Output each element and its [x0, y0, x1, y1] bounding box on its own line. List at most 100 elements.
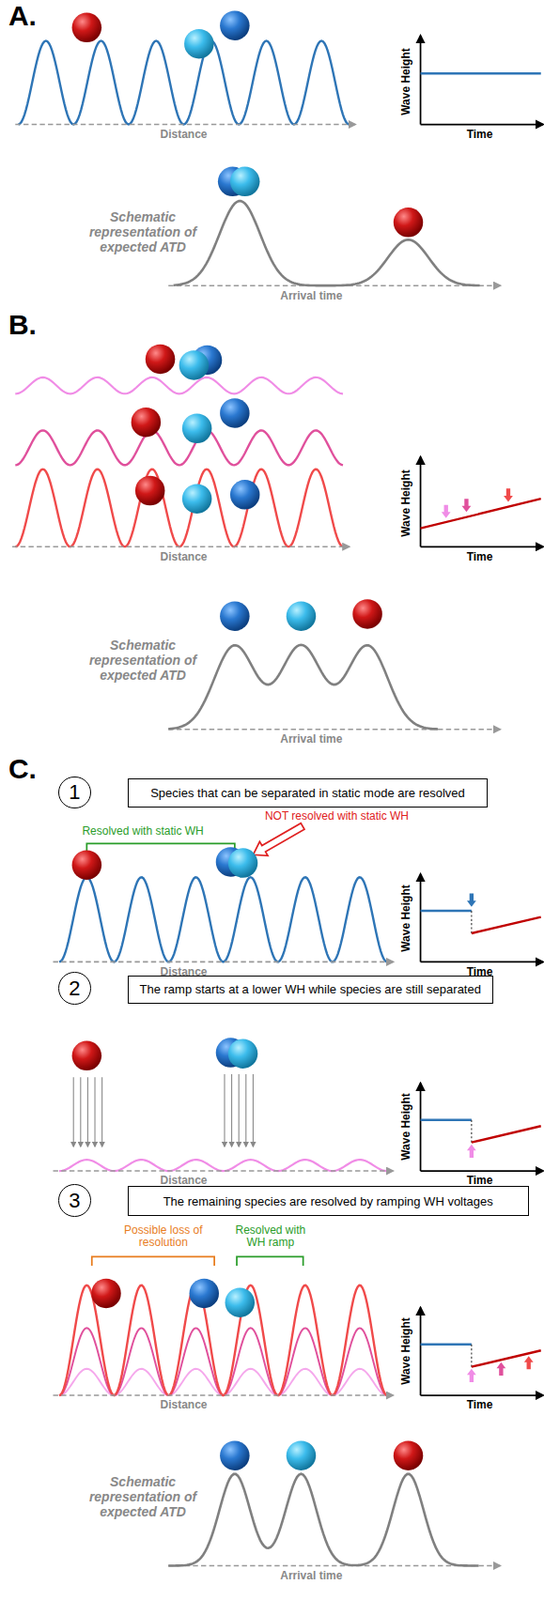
annotation-label: Resolved with static WH	[66, 825, 220, 840]
drop-arrow	[245, 1074, 247, 1148]
annotation-label: Distance	[138, 1399, 231, 1414]
annotation-label: Arrival time	[255, 1570, 368, 1585]
bracket	[236, 1257, 304, 1267]
ion-ball	[219, 1441, 250, 1472]
wave-line	[59, 877, 388, 963]
step-description-box: Species that can be separated in static …	[127, 778, 488, 809]
trace-line	[420, 910, 472, 913]
x-axis	[420, 545, 544, 548]
distance-axis	[52, 962, 393, 964]
annotation-label: Resolved with WH ramp	[232, 1225, 311, 1252]
ion-ball	[393, 207, 424, 238]
ion-ball	[135, 476, 166, 507]
y-axis	[419, 35, 422, 125]
wave-height-arrow	[524, 1356, 534, 1370]
ion-ball	[230, 480, 261, 511]
distance-axis	[15, 124, 356, 126]
x-axis	[420, 124, 544, 126]
drop-arrow	[231, 1074, 233, 1148]
wave-height-arrow	[496, 1363, 506, 1377]
annotation-label: Distance	[138, 128, 231, 142]
node-text: The remaining species are resolved by ra…	[163, 1195, 494, 1210]
drop-arrow	[101, 1077, 103, 1148]
ion-ball	[219, 398, 250, 429]
drop-arrow	[79, 1077, 81, 1148]
annotation-label: Arrival time	[255, 733, 368, 747]
annotation-label: Time	[449, 128, 511, 142]
trace-line	[420, 1344, 472, 1347]
arrival-axis	[168, 1566, 500, 1569]
trace-line	[420, 498, 542, 529]
annotation-label: Arrival time	[255, 290, 368, 304]
wave-line	[15, 430, 343, 466]
ion-ball	[228, 1039, 259, 1070]
axis-label-vertical: Wave Height	[401, 1094, 415, 1163]
dotted-drop	[470, 911, 472, 934]
dotted-drop	[470, 1120, 472, 1144]
trace-line	[471, 917, 542, 934]
x-axis	[420, 962, 544, 964]
step-number-circle: 3	[58, 1184, 92, 1218]
annotation-label: Time	[449, 551, 511, 565]
node-text: 3	[68, 1189, 80, 1214]
ion-ball	[145, 344, 176, 375]
panel-letter: B.	[0, 309, 48, 342]
wave-height-arrow	[441, 505, 451, 519]
arrow-outline	[248, 819, 307, 862]
annotation-label: Possible loss of resolution	[108, 1225, 218, 1252]
ion-ball	[182, 483, 213, 514]
atd-curve	[173, 201, 481, 286]
ion-ball	[179, 350, 210, 381]
ion-ball	[286, 1441, 317, 1472]
trace-line	[420, 1119, 472, 1122]
ion-ball	[189, 1279, 220, 1310]
axis-label-vertical: Wave Height	[401, 885, 415, 953]
ion-ball	[182, 413, 213, 444]
ion-ball	[228, 848, 259, 879]
arrival-axis	[168, 729, 500, 731]
y-axis	[419, 1308, 422, 1397]
drop-arrow	[238, 1074, 240, 1148]
x-axis	[420, 1395, 544, 1398]
y-axis	[419, 457, 422, 548]
axis-label-vertical: Wave Height	[401, 1319, 415, 1387]
ion-ball	[225, 1288, 256, 1319]
wave-line	[15, 469, 343, 548]
annotation-label: Schematic representation of expected ATD	[81, 637, 204, 684]
drop-arrow	[73, 1077, 75, 1148]
node-text: Species that can be separated in static …	[150, 786, 466, 801]
axis-label-vertical: Wave Height	[401, 469, 415, 538]
wave-height-arrow	[466, 894, 477, 908]
ion-ball	[72, 1041, 103, 1073]
panel-letter: C.	[0, 753, 48, 787]
atd-curve	[168, 645, 438, 731]
annotation-label: Schematic representation of expected ATD	[81, 1475, 204, 1521]
annotation-label: Time	[449, 1399, 511, 1414]
wave-line	[15, 377, 343, 394]
step-description-box: The ramp starts at a lower WH while spec…	[127, 976, 494, 1005]
wave-line	[18, 40, 350, 125]
ion-ball	[131, 407, 162, 438]
ion-ball	[286, 601, 317, 632]
ion-ball	[219, 601, 250, 632]
ion-ball	[91, 1279, 122, 1310]
distance-axis	[12, 545, 349, 548]
ion-ball	[72, 850, 103, 881]
wave-height-arrow	[462, 498, 472, 513]
ion-ball	[393, 1441, 424, 1472]
wave-height-arrow	[466, 1145, 477, 1159]
drawing-layer	[12, 10, 544, 1567]
step-number-circle: 2	[58, 972, 92, 1006]
distance-axis	[52, 1170, 393, 1173]
ion-ball	[72, 13, 103, 44]
bracket	[92, 1257, 215, 1267]
dotted-drop	[470, 1345, 472, 1368]
node-text: 2	[68, 977, 80, 1002]
annotation-label: NOT resolved with static WH	[255, 810, 420, 824]
wave-line	[59, 1160, 388, 1172]
bracket	[86, 843, 235, 854]
wave-height-arrow	[503, 488, 513, 502]
drop-arrow	[223, 1074, 225, 1148]
drop-arrow	[252, 1074, 254, 1148]
